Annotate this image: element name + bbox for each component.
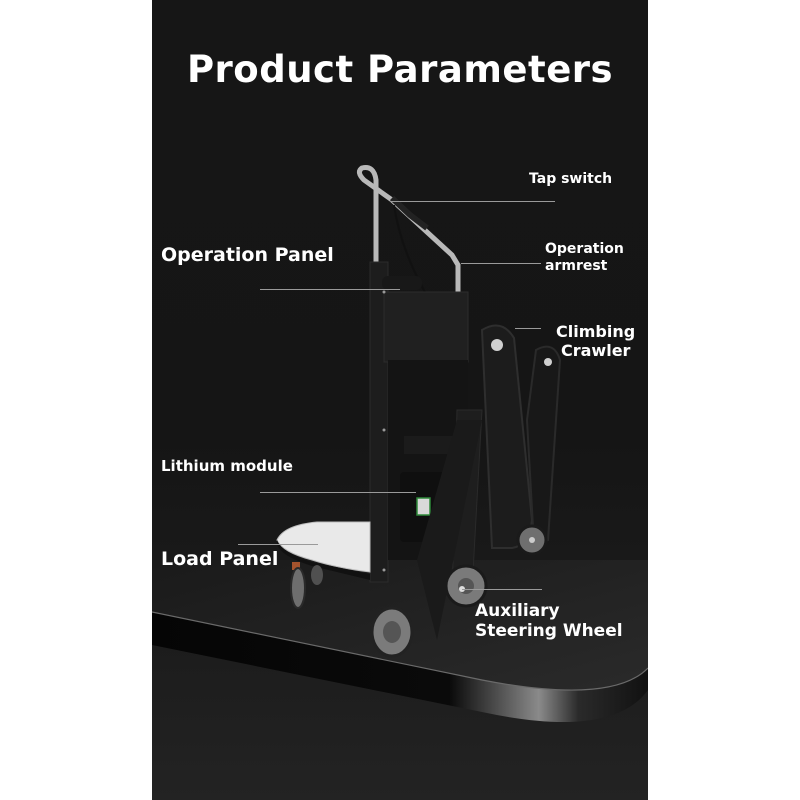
label-load-panel: Load Panel [161,548,279,570]
page-title: Product Parameters [186,48,614,91]
leader-line-lithium-module [260,492,416,493]
label-operation-panel: Operation Panel [161,244,334,266]
label-tap-switch: Tap switch [529,171,613,187]
crawler-track-left [480,324,534,549]
label-operation-armrest: Operation armrest [545,241,624,274]
leader-line-auxiliary-steering-wheel [462,589,542,590]
label-climbing-crawler: Climbing Crawler [556,322,636,361]
crawler-track-right [525,345,562,547]
leader-line-tap-switch [390,201,555,202]
label-lithium-module: Lithium module [161,457,293,475]
grip [382,276,422,290]
load-plate [276,521,371,573]
handle-bar [356,165,461,315]
leader-line-operation-armrest [461,263,541,264]
leader-line-operation-panel [260,289,400,290]
product-panel: Product Parameters Tap switch Operation … [152,0,648,800]
stair-climber-illustration [276,165,562,658]
leader-line-load-panel [238,544,318,545]
caster-wheel-front [290,567,306,609]
leader-line-climbing-crawler [515,328,541,329]
label-auxiliary-steering-wheel: Auxiliary Steering Wheel [475,601,623,642]
operation-panel-box [383,291,469,363]
